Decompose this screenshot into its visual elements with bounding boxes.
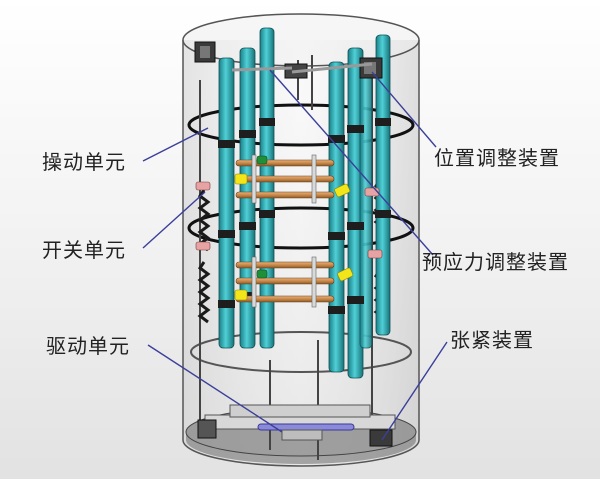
label-operating-unit: 操动单元 [42, 150, 126, 174]
label-tensioning: 张紧装置 [450, 328, 534, 352]
copper-rods [235, 159, 335, 303]
yellow-connectors [234, 173, 354, 301]
leader-position-adjust [371, 71, 437, 148]
insulating-columns [218, 27, 391, 379]
leader-switch-unit [142, 191, 206, 249]
leader-tensioning [381, 341, 448, 441]
leader-operating-unit [142, 127, 209, 162]
column [218, 57, 235, 349]
column [328, 61, 345, 373]
rod-links [251, 154, 317, 308]
middle-plate [187, 206, 415, 250]
leader-drive-unit [147, 344, 283, 433]
drive-assembly [197, 404, 396, 447]
label-prestress-adjust: 预应力调整装置 [422, 250, 569, 274]
column [375, 34, 391, 336]
column-joints [218, 118, 391, 314]
column [359, 67, 373, 349]
label-position-adjust: 位置调整装置 [434, 146, 560, 170]
leader-prestress-adjust [269, 69, 434, 256]
label-switch-unit: 开关单元 [42, 238, 126, 262]
label-drive-unit: 驱动单元 [46, 334, 130, 358]
lower-plate [190, 331, 412, 373]
green-coils [256, 155, 268, 279]
leader-lines [142, 69, 448, 441]
top-mechanisms [194, 41, 383, 79]
